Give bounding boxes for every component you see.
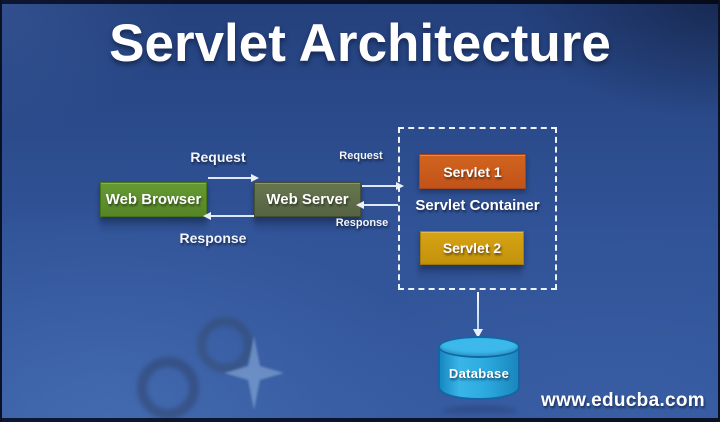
web-browser-label: Web Browser <box>105 191 202 208</box>
frame-right-edge <box>718 0 720 422</box>
watermark-text: www.educba.com <box>541 390 705 411</box>
server-to-browser-response-arrow-icon <box>203 212 254 220</box>
ring-decoration <box>137 357 199 419</box>
servlet-2-reflection <box>418 266 522 280</box>
web-server-reflection <box>254 219 361 232</box>
frame-top-edge <box>0 0 720 4</box>
browser-to-server-request-arrow-icon <box>208 174 259 182</box>
web-browser-node: Web Browser <box>100 182 207 217</box>
servlet-1-label: Servlet 1 <box>443 163 502 180</box>
server-request-label: Request <box>339 150 383 162</box>
container-to-database-arrow-icon <box>473 292 483 338</box>
container-to-server-response-arrow-icon <box>356 201 398 209</box>
frame-left-edge <box>0 0 2 422</box>
servlet-1-node: Servlet 1 <box>419 154 526 189</box>
servlet-2-node: Servlet 2 <box>420 231 524 265</box>
browser-response-label: Response <box>179 230 247 246</box>
servlet-container-box: Servlet 1 Servlet Container Servlet 2 <box>398 127 557 290</box>
database-node: Database <box>438 336 520 406</box>
web-server-label: Web Server <box>266 191 349 208</box>
frame-bottom-edge <box>0 418 720 422</box>
ring-decoration <box>197 317 253 373</box>
sparkle-icon <box>224 336 284 410</box>
database-cylinder-top <box>438 336 520 358</box>
browser-request-label: Request <box>190 149 246 165</box>
web-server-node: Web Server <box>254 182 361 217</box>
servlet-container-label: Servlet Container <box>415 197 540 214</box>
database-label: Database <box>448 366 510 381</box>
web-browser-reflection <box>100 219 207 232</box>
server-response-label: Response <box>335 217 389 229</box>
database-reflection <box>442 406 518 417</box>
server-to-container-request-arrow-icon <box>362 182 404 190</box>
page-title: Servlet Architecture <box>109 14 611 73</box>
servlet-2-label: Servlet 2 <box>442 240 502 256</box>
